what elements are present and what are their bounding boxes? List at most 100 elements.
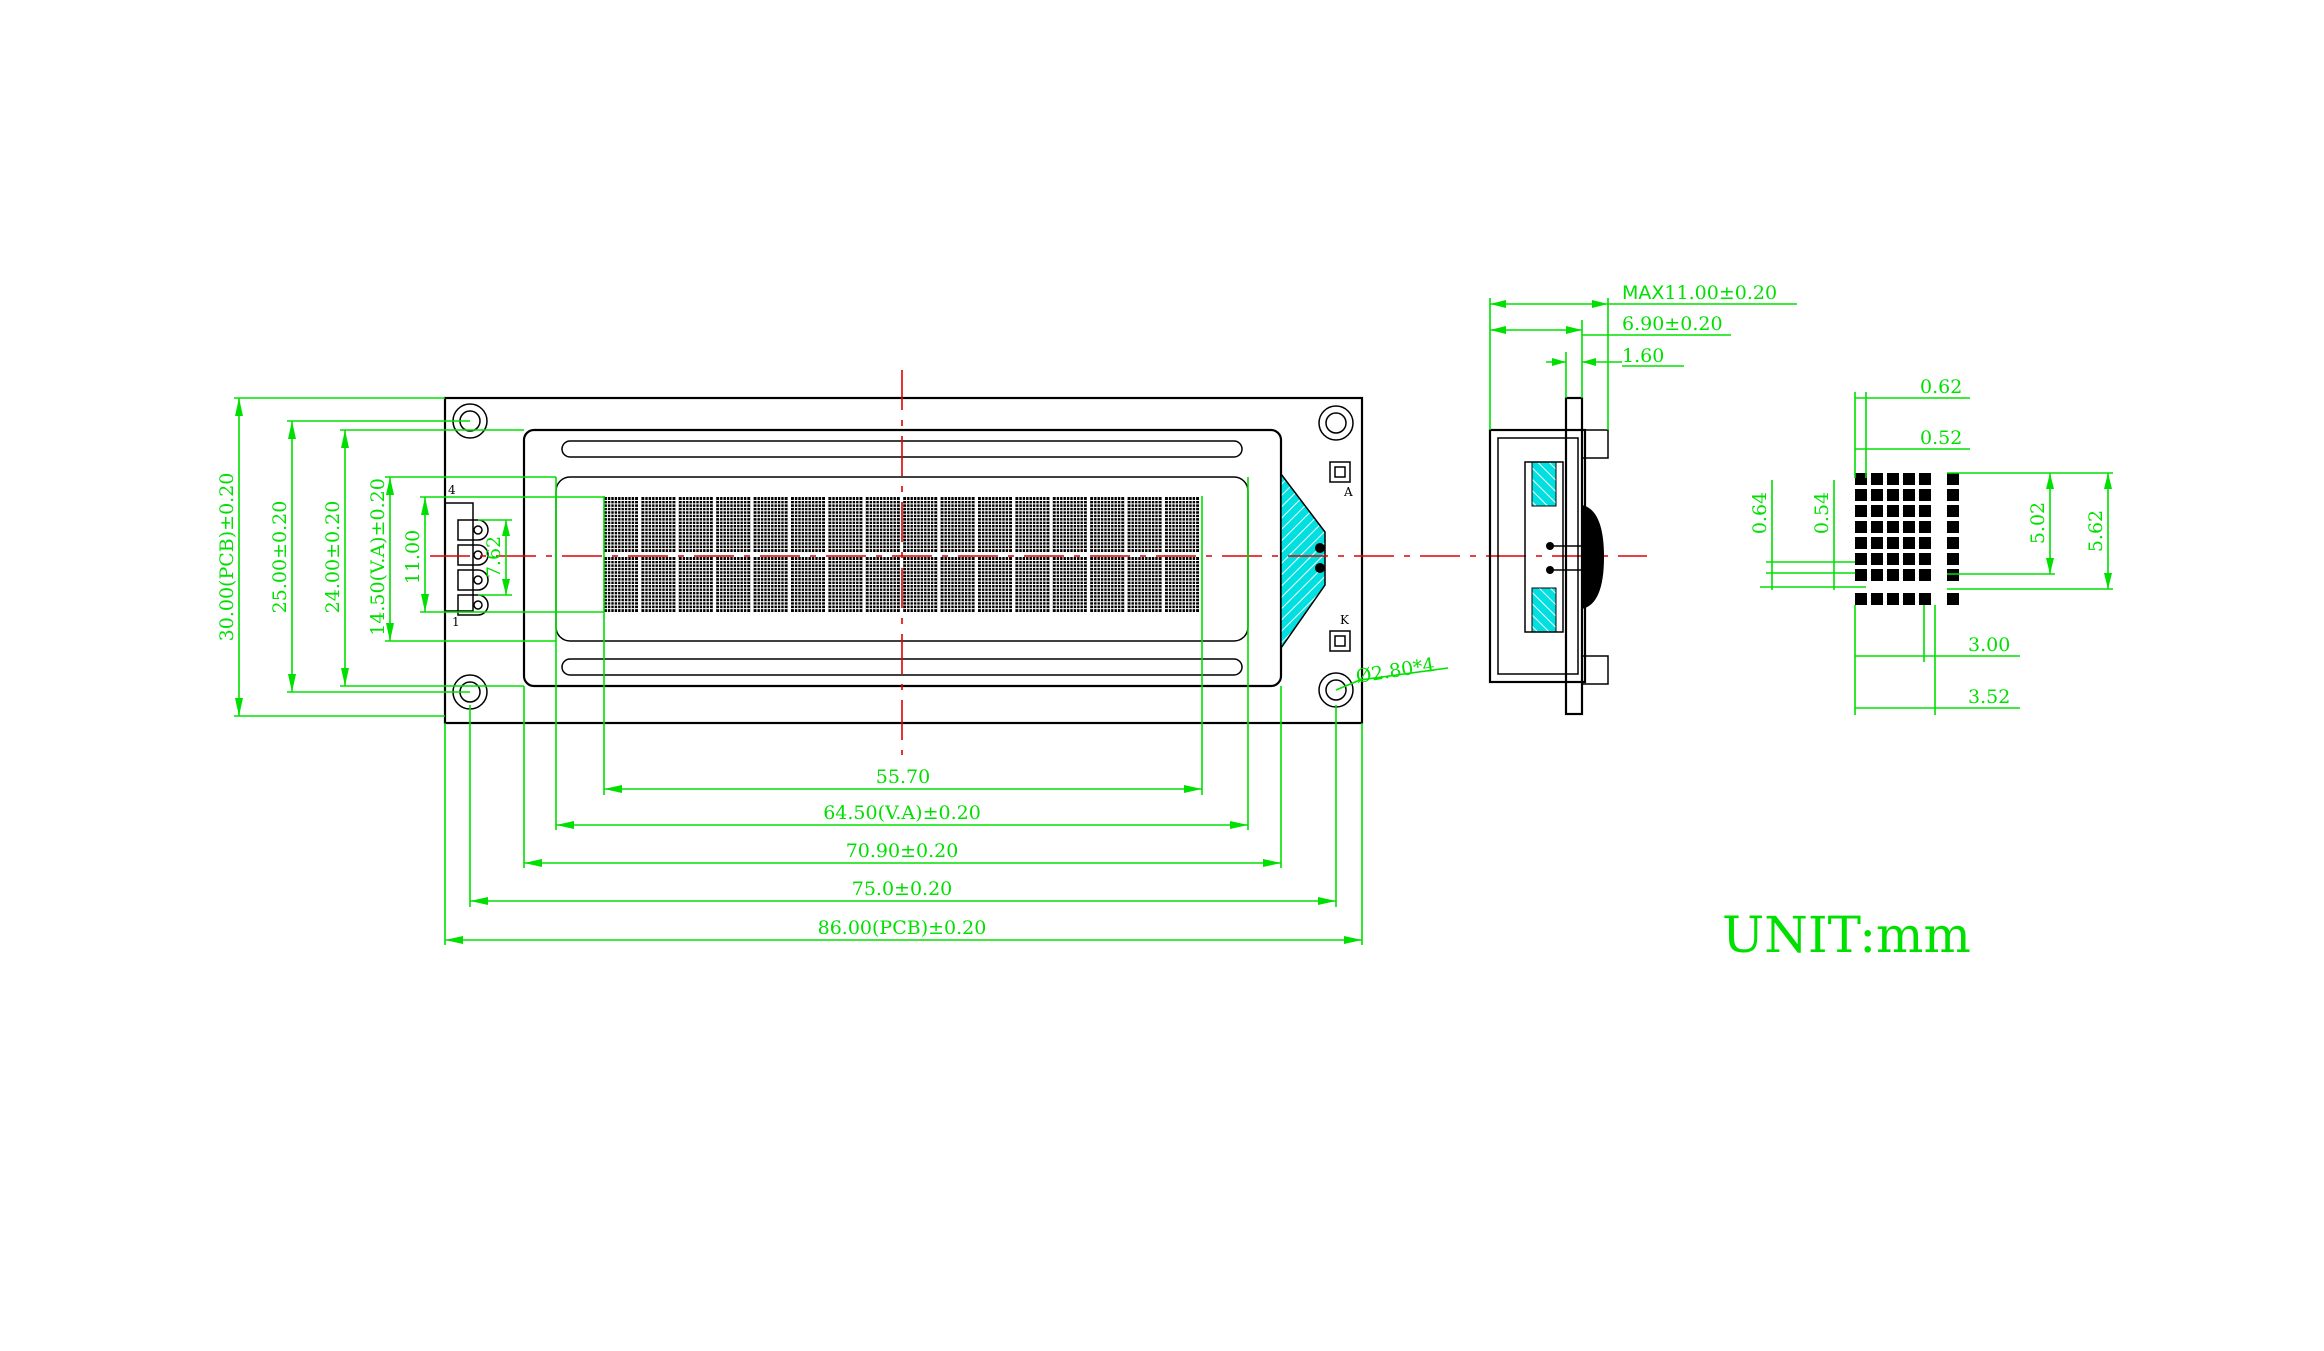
character-cell xyxy=(1127,557,1162,612)
character-cell xyxy=(716,557,751,612)
detail-dim-5-02: 5.02 xyxy=(2027,502,2049,544)
matrix-dot xyxy=(1947,593,1959,605)
matrix-dot xyxy=(1947,521,1959,533)
matrix-dot xyxy=(1903,537,1915,549)
detail-dim-3-52: 3.52 xyxy=(1968,686,2010,708)
character-cell xyxy=(716,497,751,552)
v-dim-25-00: 25.00±0.20 xyxy=(269,420,470,693)
v-dim-11-00: 11.00 xyxy=(402,496,604,613)
h-dim-86-00: 86.00(PCB)±0.20 xyxy=(444,723,1363,945)
matrix-dot xyxy=(1871,505,1883,517)
pin-label-last: 4 xyxy=(448,483,456,497)
matrix-dot xyxy=(1919,553,1931,565)
character-cell xyxy=(678,497,713,552)
led-pin-2 xyxy=(1315,563,1325,573)
side-view: MAX11.00±0.20 6.90±0.20 1.60 xyxy=(1488,282,1797,716)
pad-a-label: A xyxy=(1343,485,1353,499)
side-led-bump xyxy=(1582,505,1604,609)
matrix-dot xyxy=(1871,553,1883,565)
pad-a-inner xyxy=(1334,466,1346,478)
side-glass-bottom xyxy=(1531,587,1557,633)
character-cell xyxy=(1165,557,1199,612)
character-cell xyxy=(865,497,900,552)
character-cell xyxy=(641,497,676,552)
matrix-dot xyxy=(1903,489,1915,501)
character-cell xyxy=(791,557,825,612)
character-cell xyxy=(1015,497,1050,552)
matrix-dot xyxy=(1919,537,1931,549)
character-cell xyxy=(903,557,938,612)
character-cell xyxy=(1127,497,1162,552)
matrix-dot xyxy=(1903,569,1915,581)
matrix-dot xyxy=(1871,489,1883,501)
matrix-dot xyxy=(1903,505,1915,517)
matrix-dot xyxy=(1903,473,1915,485)
side-glass-top xyxy=(1531,461,1557,507)
svg-text:64.50(V.A)±0.20: 64.50(V.A)±0.20 xyxy=(823,802,981,824)
character-cell xyxy=(1090,557,1125,612)
svg-text:1.60: 1.60 xyxy=(1622,345,1664,367)
detail-dim-0-52: 0.52 xyxy=(1920,427,1962,449)
matrix-dot xyxy=(1855,537,1867,549)
pad-k-label: K xyxy=(1340,613,1350,627)
matrix-dot xyxy=(1855,553,1867,565)
pad-a xyxy=(1329,461,1351,483)
pin-label-first: 1 xyxy=(452,615,460,629)
v-dim-7-62: 7.62 xyxy=(478,519,512,596)
matrix-dot xyxy=(1855,473,1867,485)
led-pin-1 xyxy=(1315,543,1325,553)
svg-text:86.00(PCB)±0.20: 86.00(PCB)±0.20 xyxy=(818,917,987,939)
character-cell xyxy=(641,557,676,612)
character-cell xyxy=(828,497,863,552)
detail-dim-3-00: 3.00 xyxy=(1968,634,2010,656)
character-cell xyxy=(753,557,788,612)
detail-dim-0-64: 0.64 xyxy=(1749,492,1771,534)
svg-text:MAX11.00±0.20: MAX11.00±0.20 xyxy=(1622,282,1777,304)
h-dim-70-90: 70.90±0.20 xyxy=(523,686,1282,868)
matrix-dot xyxy=(1919,521,1931,533)
h-dim-75-0: 75.0±0.20 xyxy=(469,705,1337,907)
matrix-dot xyxy=(1903,593,1915,605)
matrix-dot xyxy=(1887,521,1899,533)
svg-text:6.90±0.20: 6.90±0.20 xyxy=(1622,313,1723,335)
v-dim-24-00: 24.00±0.20 xyxy=(322,429,524,687)
unit-label: UNIT:mm xyxy=(1722,906,1971,964)
mounting-hole-tr xyxy=(1318,405,1354,441)
character-cell xyxy=(678,557,713,612)
svg-text:55.70: 55.70 xyxy=(876,766,930,788)
matrix-dot xyxy=(1871,537,1883,549)
matrix-dot xyxy=(1871,593,1883,605)
character-cell xyxy=(828,557,863,612)
character-cell xyxy=(865,557,900,612)
svg-text:11.00: 11.00 xyxy=(402,530,424,584)
matrix-dot xyxy=(1887,537,1899,549)
matrix-dot xyxy=(1855,489,1867,501)
matrix-dot xyxy=(1887,473,1899,485)
character-cell xyxy=(753,497,788,552)
matrix-dot xyxy=(1887,569,1899,581)
matrix-dot xyxy=(1919,569,1931,581)
matrix-dot xyxy=(1855,521,1867,533)
matrix-dot xyxy=(1947,537,1959,549)
character-cell xyxy=(940,497,975,552)
character-cell xyxy=(604,497,638,552)
pad-k xyxy=(1329,630,1351,652)
matrix-dot xyxy=(1871,521,1883,533)
character-cell xyxy=(940,557,975,612)
hole-label: Ø2.80*4 xyxy=(1354,654,1436,688)
dot-detail: 0.62 0.52 0.64 0.54 5.02 5.62 3.00 3.52 xyxy=(1749,376,2113,715)
side-dim-6-90: 6.90±0.20 xyxy=(1490,313,1731,398)
matrix-dot xyxy=(1919,473,1931,485)
matrix-dot xyxy=(1919,593,1931,605)
character-cell xyxy=(1090,497,1125,552)
character-cell xyxy=(1015,557,1050,612)
h-dim-55-70: 55.70 xyxy=(603,496,1203,795)
dot-matrix xyxy=(1855,473,1959,605)
svg-text:14.50(V.A)±0.20: 14.50(V.A)±0.20 xyxy=(367,478,389,636)
svg-text:25.00±0.20: 25.00±0.20 xyxy=(269,501,291,614)
matrix-dot xyxy=(1947,553,1959,565)
character-grid xyxy=(604,497,1199,612)
svg-text:24.00±0.20: 24.00±0.20 xyxy=(322,501,344,614)
character-cell xyxy=(1052,497,1087,552)
